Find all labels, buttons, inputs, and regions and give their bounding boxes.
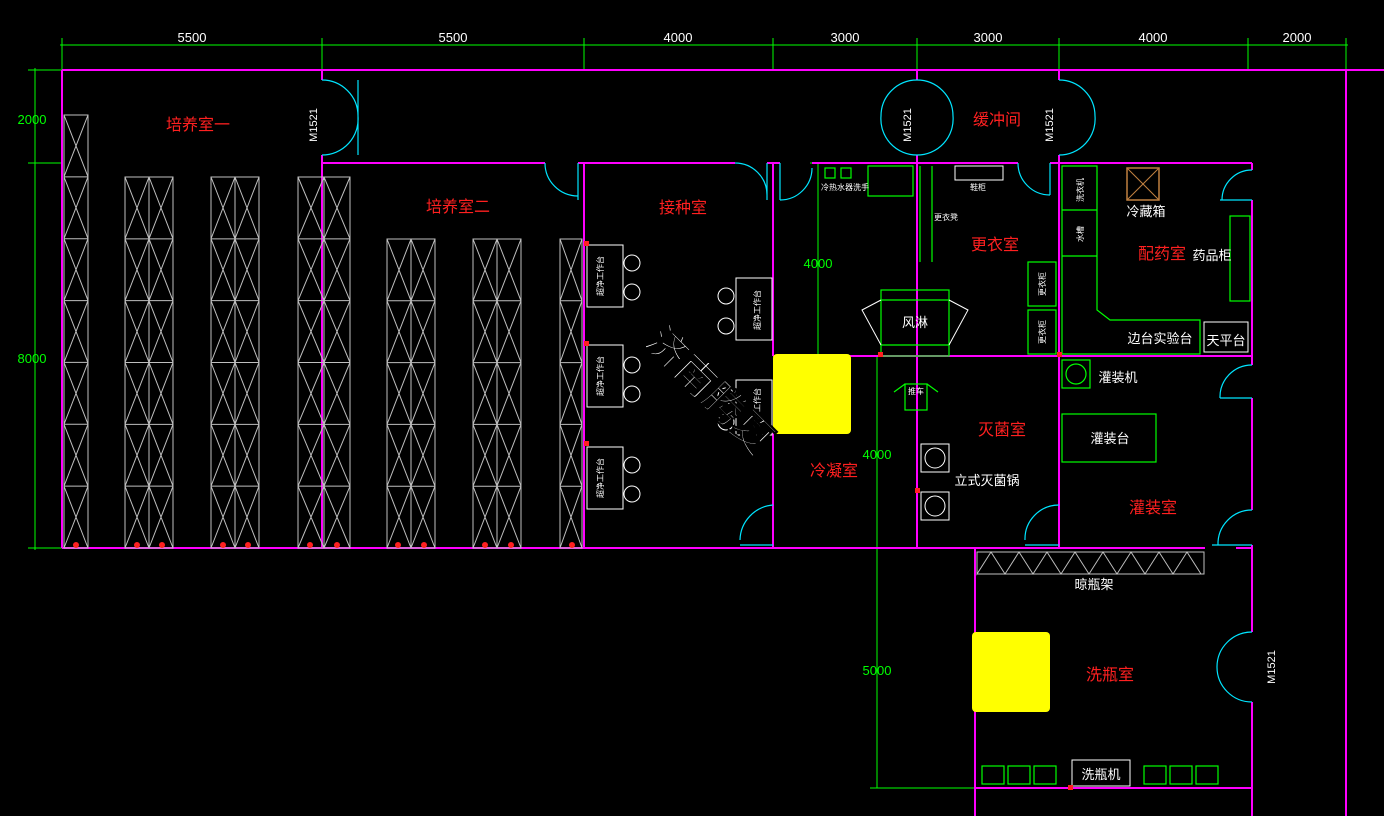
dim-top-1: 5500 — [178, 30, 207, 45]
clean-bench-label-2: 超净工作台 — [595, 356, 605, 396]
water-label: 水槽 — [1075, 226, 1085, 242]
clean-benches: 超净工作台 超净工作台 超净工作台 超净工作台 超净工作台 — [586, 244, 773, 510]
shoe-cabinet-label: 更衣凳 — [934, 212, 958, 222]
dim-top-3: 4000 — [664, 30, 693, 45]
dim-inner-5000: 5000 — [863, 663, 892, 678]
culture-rack — [210, 176, 260, 549]
culture-rack — [63, 114, 89, 549]
culture-rack — [559, 238, 583, 549]
balance-table-label: 天平台 — [1206, 334, 1245, 349]
room-dispensing: 配药室 — [1138, 244, 1186, 263]
highlight-block-bottle-wash — [972, 632, 1050, 712]
bench-lab-table-label: 边台实验台 — [1127, 331, 1192, 347]
door-tag-2: M1521 — [902, 108, 914, 142]
room-labels: 培养室一 培养室二 接种室 缓冲间 更衣室 配药室 冷凝室 灭菌室 灌装室 洗瓶… — [166, 110, 1186, 684]
clean-bench-label-3: 超净工作台 — [595, 458, 605, 498]
dim-inner-4000-b: 4000 — [863, 447, 892, 462]
clean-bench-label-5: 超净工作台 — [752, 388, 762, 428]
room-inoculation: 接种室 — [659, 198, 707, 217]
room-sterilization: 灭菌室 — [978, 420, 1026, 439]
culture-rack — [124, 176, 174, 549]
door-tag-3: M1521 — [1044, 108, 1056, 142]
bottle-rack-label: 晾瓶架 — [1074, 577, 1113, 593]
dim-top-5: 3000 — [974, 30, 1003, 45]
dim-top-7: 2000 — [1283, 30, 1312, 45]
sink-label: 冷热水器洗手 — [821, 182, 869, 192]
vertical-sterilizer-label: 立式灭菌锅 — [954, 473, 1019, 489]
dim-inner-4000-a: 4000 — [804, 256, 833, 271]
filling-machine-label: 灌装机 — [1098, 371, 1137, 386]
culture-rack — [472, 238, 522, 549]
shoe-rack-label: 鞋柜 — [970, 182, 986, 192]
dim-top-6: 4000 — [1139, 30, 1168, 45]
refrigerator-label: 冷藏箱 — [1126, 204, 1165, 220]
washer-label: 洗衣机 — [1075, 178, 1085, 202]
air-shower: 风淋 — [861, 289, 969, 357]
dim-top-2: 5500 — [439, 30, 468, 45]
left-dimension-chain: 2000 8000 — [18, 68, 62, 550]
bottle-rack: 晾瓶架 — [976, 551, 1205, 593]
door-tag-1: M1521 — [308, 108, 320, 142]
room-culture-1: 培养室一 — [166, 115, 230, 134]
filling-table-label: 灌装台 — [1090, 432, 1129, 447]
clean-bench-label-4: 超净工作台 — [752, 290, 762, 330]
medicine-cabinet-label: 药品柜 — [1192, 249, 1231, 264]
door-tag-4: M1521 — [1266, 650, 1278, 684]
culture-racks — [63, 114, 583, 549]
top-dimension-chain: 5500 5500 4000 3000 3000 4000 2000 — [60, 30, 1348, 70]
room-culture-2: 培养室二 — [426, 197, 490, 216]
dispensing-equipment: 洗衣机 水槽 冷藏箱 药品柜 边台实验台 天平台 — [1061, 165, 1251, 355]
culture-rack — [386, 238, 436, 549]
room-dressing: 更衣室 — [971, 235, 1019, 254]
dim-top-4: 3000 — [831, 30, 860, 45]
bottle-washer-label: 洗瓶机 — [1081, 768, 1120, 783]
dim-left-1: 2000 — [18, 112, 47, 127]
room-buffer: 缓冲间 — [973, 110, 1021, 129]
room-bottle-wash: 洗瓶室 — [1086, 665, 1134, 684]
dressing-cabinet-2-label: 更衣柜 — [1037, 320, 1047, 344]
highlight-block-cooling — [773, 354, 851, 434]
sterilizer-equipment: 立式灭菌锅 推车 — [893, 383, 1020, 521]
doors — [321, 79, 1253, 703]
small-box-label: 推车 — [908, 386, 924, 396]
red-markers — [73, 241, 1073, 790]
dim-left-2: 8000 — [18, 351, 47, 366]
bottle-washers: 洗瓶机 — [981, 759, 1219, 787]
dressing-cabinet-1-label: 更衣柜 — [1037, 272, 1047, 296]
inner-dimensions: 4000 4000 5000 — [804, 162, 975, 789]
walls — [61, 69, 1384, 816]
room-filling: 灌装室 — [1129, 498, 1177, 517]
culture-rack — [297, 176, 351, 549]
air-shower-label: 风淋 — [902, 316, 928, 331]
room-cooling: 冷凝室 — [810, 461, 858, 480]
filling-equipment: 灌装机 灌装台 — [1061, 359, 1157, 463]
clean-bench-label-1: 超净工作台 — [595, 256, 605, 296]
